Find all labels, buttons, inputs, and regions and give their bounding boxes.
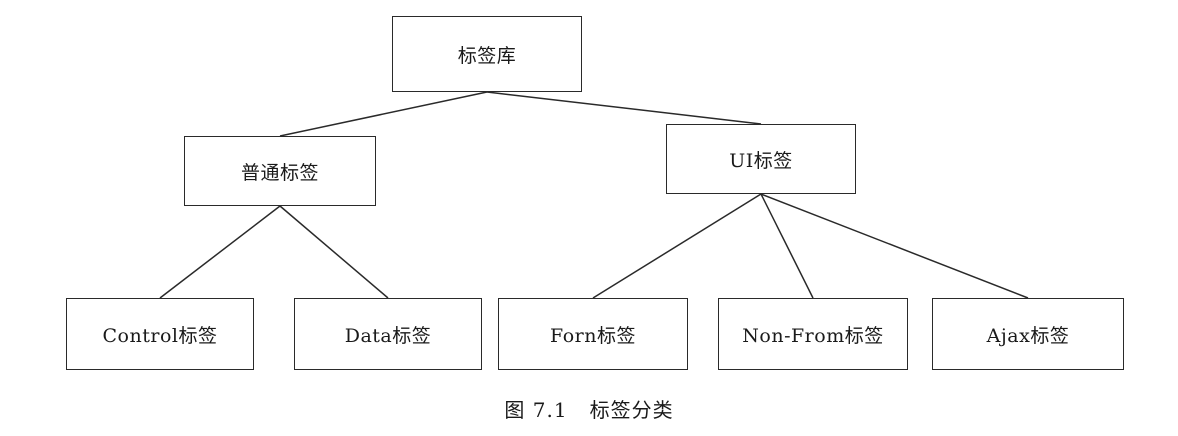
node-data-tags: Data标签 xyxy=(294,298,482,370)
node-label: UI标签 xyxy=(729,149,793,172)
edge-root-common xyxy=(279,91,488,137)
node-forn-tags: Forn标签 xyxy=(498,298,688,370)
node-label: Data标签 xyxy=(344,324,432,347)
edge-ui-ajax xyxy=(760,193,1029,299)
node-label: Control标签 xyxy=(102,324,218,347)
node-label: 普通标签 xyxy=(240,161,319,184)
edge-root-ui xyxy=(486,91,762,125)
node-label: 标签库 xyxy=(457,44,517,67)
node-common-tags: 普通标签 xyxy=(184,136,376,206)
figure-caption: 图 7.1 标签分类 xyxy=(0,394,1178,423)
figure-number: 图 7.1 xyxy=(504,398,568,422)
figure-title: 标签分类 xyxy=(589,398,674,422)
edge-common-control xyxy=(159,205,281,299)
node-nonfrom-tags: Non-From标签 xyxy=(718,298,908,370)
edge-ui-forn xyxy=(592,193,762,299)
edge-ui-nonfrom xyxy=(760,193,814,299)
node-tag-library: 标签库 xyxy=(392,16,582,92)
node-label: Non-From标签 xyxy=(742,324,884,347)
node-label: Ajax标签 xyxy=(986,324,1070,347)
node-control-tags: Control标签 xyxy=(66,298,254,370)
node-label: Forn标签 xyxy=(550,324,636,347)
node-ui-tags: UI标签 xyxy=(666,124,856,194)
edge-common-data xyxy=(279,205,389,299)
node-ajax-tags: Ajax标签 xyxy=(932,298,1124,370)
